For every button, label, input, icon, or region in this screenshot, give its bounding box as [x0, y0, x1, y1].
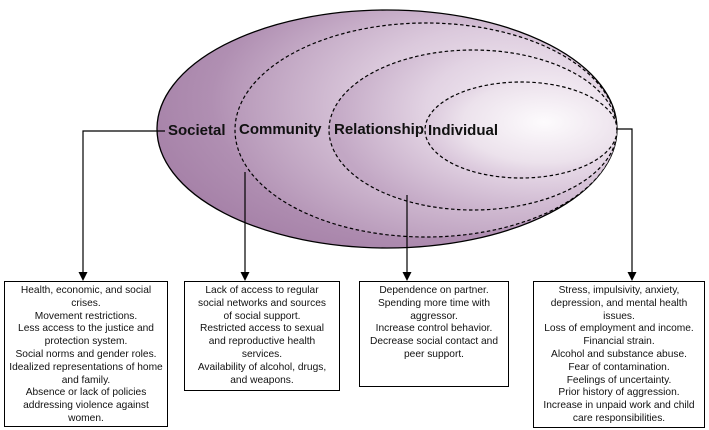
community-factors-box: Lack of access to regular social network… — [184, 281, 340, 391]
box-line: Prior history of aggression. — [558, 387, 680, 399]
box-line: and family. — [61, 374, 111, 386]
arrowhead-societal — [78, 272, 88, 281]
societal-factors-box: Health, economic, and social crises. Mov… — [4, 281, 168, 427]
arrowhead-relationship — [402, 272, 412, 281]
level-label-individual: Individual — [428, 122, 498, 139]
box-line: addressing violence against — [23, 400, 149, 412]
box-line: social networks and sources — [198, 297, 326, 309]
box-line: Decrease social contact and — [370, 336, 498, 348]
level-label-societal: Societal — [168, 122, 226, 139]
box-line: Fear of contamination. — [568, 361, 670, 373]
box-line: of social support. — [223, 310, 301, 322]
box-line: Alcohol and substance abuse. — [551, 348, 687, 360]
box-line: Restricted access to sexual — [199, 323, 324, 335]
individual-factors-box: Stress, impulsivity, anxiety, depression… — [533, 281, 705, 428]
box-line: services. — [241, 348, 283, 360]
box-line: Stress, impulsivity, anxiety, — [558, 285, 680, 296]
box-line: Loss of employment and income. — [544, 323, 694, 335]
box-line: Idealized representations of home — [9, 361, 163, 373]
arrowhead-community — [240, 272, 250, 281]
box-line: Spending more time with — [377, 297, 491, 309]
box-line: and weapons. — [230, 374, 294, 386]
box-line: Movement restrictions. — [34, 310, 138, 322]
box-line: Financial strain. — [583, 336, 655, 348]
box-line: and reproductive health — [208, 336, 316, 348]
box-line: protection system. — [44, 336, 128, 348]
box-line: Increase in unpaid work and child — [543, 400, 695, 412]
box-line: Lack of access to regular — [205, 285, 319, 296]
box-line: issues. — [603, 310, 635, 322]
box-line: Increase control behavior. — [375, 323, 493, 335]
level-label-relationship: Relationship — [334, 121, 424, 138]
box-line: crises. — [71, 297, 101, 309]
box-line: Health, economic, and social — [20, 285, 152, 296]
box-line: aggressor. — [410, 310, 458, 322]
box-line: Absence or lack of policies — [25, 387, 147, 399]
box-line: Social norms and gender roles. — [15, 348, 157, 360]
connector-societal — [82, 130, 165, 274]
box-line: peer support. — [403, 348, 465, 360]
individual-zone — [424, 81, 617, 179]
box-line: women. — [68, 412, 104, 424]
connector-individual — [616, 128, 633, 274]
box-line: Less access to the justice and — [18, 323, 154, 335]
box-line: Availability of alcohol, drugs, — [197, 361, 327, 373]
box-line: depression, and mental health — [550, 297, 688, 309]
box-line: Dependence on partner. — [379, 285, 489, 296]
relationship-factors-box: Dependence on partner. Spending more tim… — [359, 281, 509, 387]
level-label-community: Community — [239, 121, 322, 138]
arrowhead-individual — [627, 272, 637, 281]
box-line: care responsibilities. — [572, 412, 666, 424]
box-line: Feelings of uncertainty. — [566, 374, 672, 386]
